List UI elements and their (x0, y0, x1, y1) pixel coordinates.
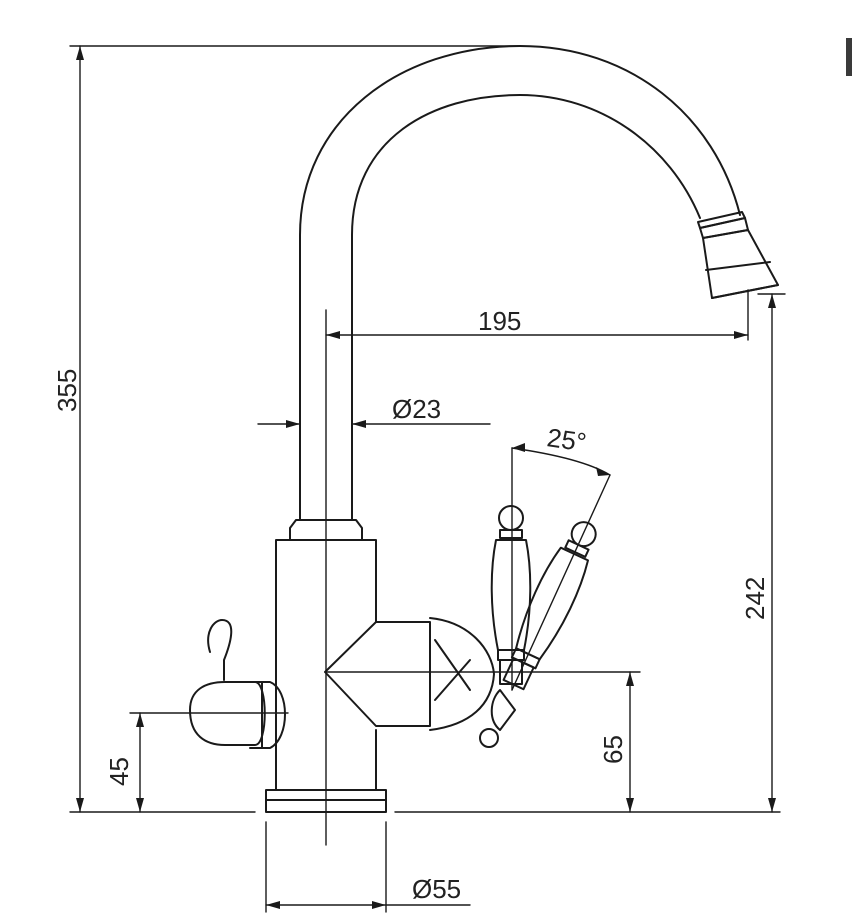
faucet (189, 45, 779, 813)
side-handle (189, 619, 286, 749)
aerator (697, 211, 779, 299)
page-edge-bar (846, 38, 852, 76)
dim-tube-diameter: Ø23 (392, 394, 441, 424)
dim-lever-angle: 25° (545, 422, 588, 457)
center-lines (129, 309, 641, 846)
spout-inner (351, 94, 701, 521)
dim-side-handle-height: 45 (104, 757, 134, 786)
cartridge-cone (324, 617, 495, 731)
dim-outlet-height: 242 (740, 577, 770, 620)
dim-total-height: 355 (52, 369, 82, 412)
dimension-lines (69, 45, 786, 913)
dim-spout-reach: 195 (478, 306, 521, 336)
lever-pivot (479, 689, 516, 748)
dim-lever-axis-height: 65 (598, 735, 628, 764)
dim-base-diameter: Ø55 (412, 874, 461, 904)
